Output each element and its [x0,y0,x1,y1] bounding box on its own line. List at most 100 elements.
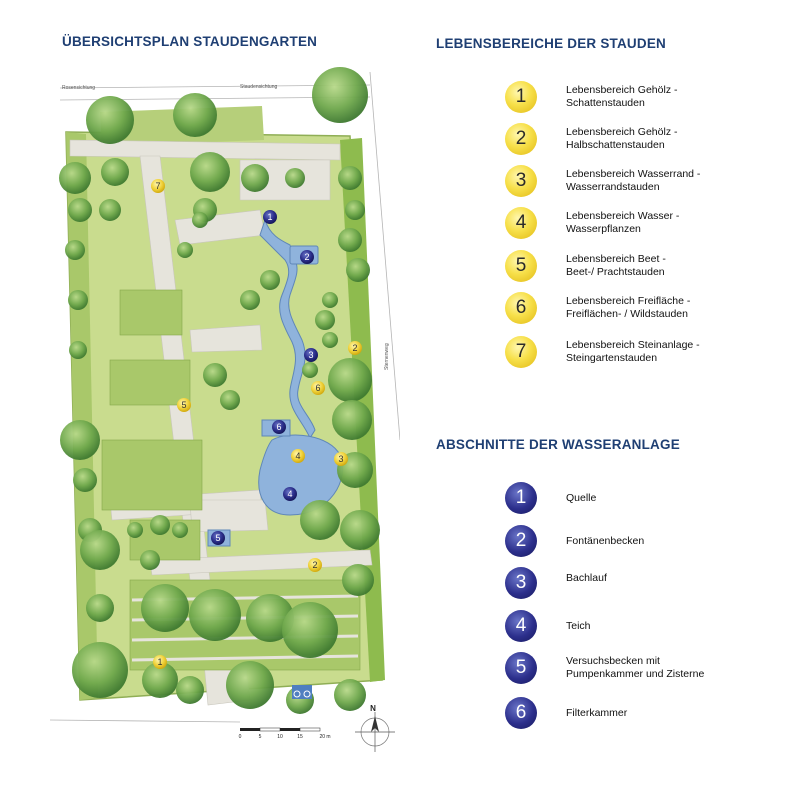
map-marker-water-1-label: 1 [267,212,272,222]
tree-canopy [322,332,338,348]
zone-label-7: Lebensbereich Steinanlage -Steingartenst… [566,339,700,365]
tree-canopy [127,522,143,538]
zone-label-5-line2: Beet-/ Prachtstauden [566,266,665,278]
zone-label-5: Lebensbereich Beet -Beet-/ Prachtstauden [566,253,666,279]
zone-label-6-line1: Lebensbereich Freifläche - [566,295,691,307]
map-marker-water-4-label: 4 [287,489,292,499]
tree-canopy [328,358,372,402]
water-label-3-line1: Bachlauf [566,571,607,584]
tree-canopy [65,240,85,260]
zone-label-4: Lebensbereich Wasser -Wasserpflanzen [566,210,679,236]
map-marker-zone-2a-label: 2 [352,343,357,353]
water-label-3: Bachlauf [566,572,607,585]
tree-canopy [68,198,92,222]
zone-item-6: 6 Lebensbereich Freifläche -Freiflächen-… [505,292,690,324]
zone-label-6-line2: Freiflächen- / Wildstauden [566,308,688,320]
tree-canopy [192,212,208,228]
tree-canopy [340,510,380,550]
north-arrow-icon: N [355,704,395,752]
tree-canopy [338,228,362,252]
tree-canopy [68,290,88,310]
tree-canopy [226,661,274,709]
water-sections-title: ABSCHNITTE DER WASSERANLAGE [436,437,680,452]
zone-badge-4: 4 [505,207,537,239]
map-marker-water-4 [283,487,297,501]
map-marker-water-2 [300,250,314,264]
water-label-5-line2: Pumpenkammer und Zisterne [566,668,705,680]
water-badge-1: 1 [505,482,537,514]
water-label-2: Fontänenbecken [566,535,644,548]
tree-canopy [177,242,193,258]
zone-badge-3: 3 [505,165,537,197]
tree-canopy [80,530,120,570]
tree-canopy [338,166,362,190]
scale-bar: 0 5 10 15 20 m [239,727,331,740]
scale-tick-5: 5 [259,734,262,740]
tree-canopy [312,67,368,123]
water-item-1: 1 Quelle [505,482,596,514]
zone-label-6: Lebensbereich Freifläche -Freiflächen- /… [566,295,690,321]
tree-canopy [342,564,374,596]
tree-canopy [60,420,100,460]
tree-canopy [240,290,260,310]
map-markers-blue: 1 2 3 4 5 6 [211,210,318,545]
water-badge-5: 5 [505,652,537,684]
label-sternenweg: Sternenweg [384,343,390,370]
tree-canopy [69,341,87,359]
map-marker-zone-2b [308,558,322,572]
tree-canopy [73,468,97,492]
tree-canopy [72,642,128,698]
water-label-5-line1: Versuchsbecken mit [566,655,660,667]
tree-canopy [322,292,338,308]
tree-canopy [241,164,269,192]
tree-canopy [302,362,318,378]
map-marker-zone-6-label: 6 [315,383,320,393]
scale-tick-0: 0 [239,734,242,740]
water-badge-3: 3 [505,567,537,599]
tree-canopy [220,390,240,410]
map-marker-zone-1 [153,655,167,669]
tree-canopy [189,589,241,641]
zone-item-4: 4 Lebensbereich Wasser -Wasserpflanzen [505,207,679,239]
water-item-6: 6 Filterkammer [505,697,627,729]
tree-canopy [173,93,217,137]
zone-badge-5: 5 [505,250,537,282]
tree-canopy [260,270,280,290]
bicycle-parking-icon [292,685,312,699]
map-marker-water-3 [304,348,318,362]
zone-label-2: Lebensbereich Gehölz -Halbschattenstaude… [566,126,678,152]
map-marker-water-3-label: 3 [308,350,313,360]
zone-item-2: 2 Lebensbereich Gehölz -Halbschattenstau… [505,123,678,155]
water-badge-2: 2 [505,525,537,557]
map-marker-zone-4 [291,449,305,463]
zone-label-2-line1: Lebensbereich Gehölz - [566,126,678,138]
zone-badge-6: 6 [505,292,537,324]
map-marker-water-2-label: 2 [304,252,309,262]
map-marker-water-6-label: 6 [276,422,281,432]
tree-canopy [86,96,134,144]
zone-label-1: Lebensbereich Gehölz -Schattenstauden [566,84,678,110]
water-item-4: 4 Teich [505,610,591,642]
water-badge-6: 6 [505,697,537,729]
scale-tick-20: 20 m [319,734,330,740]
map-marker-zone-5 [177,398,191,412]
tree-canopy [334,679,366,711]
plant-zones-title: LEBENSBEREICHE DER STAUDEN [436,36,666,51]
zone-item-1: 1 Lebensbereich Gehölz -Schattenstauden [505,81,678,113]
zone-label-3-line1: Lebensbereich Wasserrand - [566,168,701,180]
trees [59,67,380,714]
tree-canopy [142,662,178,698]
map-marker-water-5-label: 5 [215,533,220,543]
zone-badge-1: 1 [505,81,537,113]
water-label-2-line1: Fontänenbecken [566,534,645,547]
zone-label-7-line2: Steingartenstauden [566,352,658,364]
zone-item-5: 5 Lebensbereich Beet -Beet-/ Prachtstaud… [505,250,666,282]
water-label-1-line1: Quelle [566,491,597,504]
tree-canopy [332,400,372,440]
tree-canopy [101,158,129,186]
label-staudensichtung: Staudensichtung [240,84,277,90]
water-label-6: Filterkammer [566,707,627,720]
map-marker-zone-2b-label: 2 [312,560,317,570]
tree-canopy [345,200,365,220]
